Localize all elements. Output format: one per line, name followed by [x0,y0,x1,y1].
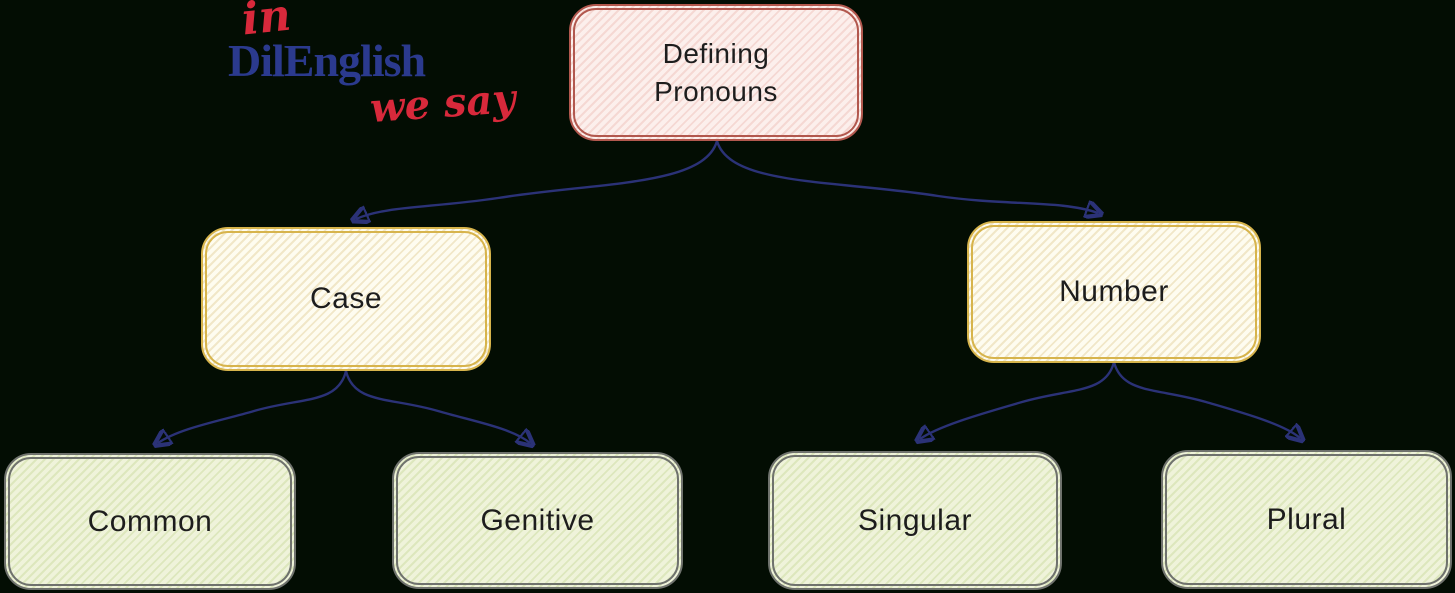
node-genitive: Genitive [392,452,683,589]
logo-word-tagline: we say [368,74,517,133]
edge-number-plural [1112,361,1300,438]
edge-case-genitive [344,370,530,443]
edge-number-singular [920,361,1116,439]
node-label: Plural [1266,502,1347,536]
node-case: Case [201,227,491,371]
edge-root-case [356,140,719,219]
brand-logo: in DilEnglish we say [228,0,518,148]
node-label: Defining Pronouns [654,37,778,107]
node-defining-pronouns: Defining Pronouns [569,4,863,141]
node-number: Number [967,221,1261,363]
edge-case-common [158,370,348,443]
node-label: Genitive [480,503,595,537]
node-singular: Singular [768,451,1062,590]
node-label: Common [87,504,213,538]
node-label: Number [1059,275,1169,308]
node-plural: Plural [1161,450,1452,589]
node-common: Common [4,453,296,590]
logo-word-main: DilEnglish [228,35,426,86]
edge-root-number [715,140,1098,213]
node-label: Case [309,282,383,315]
node-label: Singular [857,503,973,537]
